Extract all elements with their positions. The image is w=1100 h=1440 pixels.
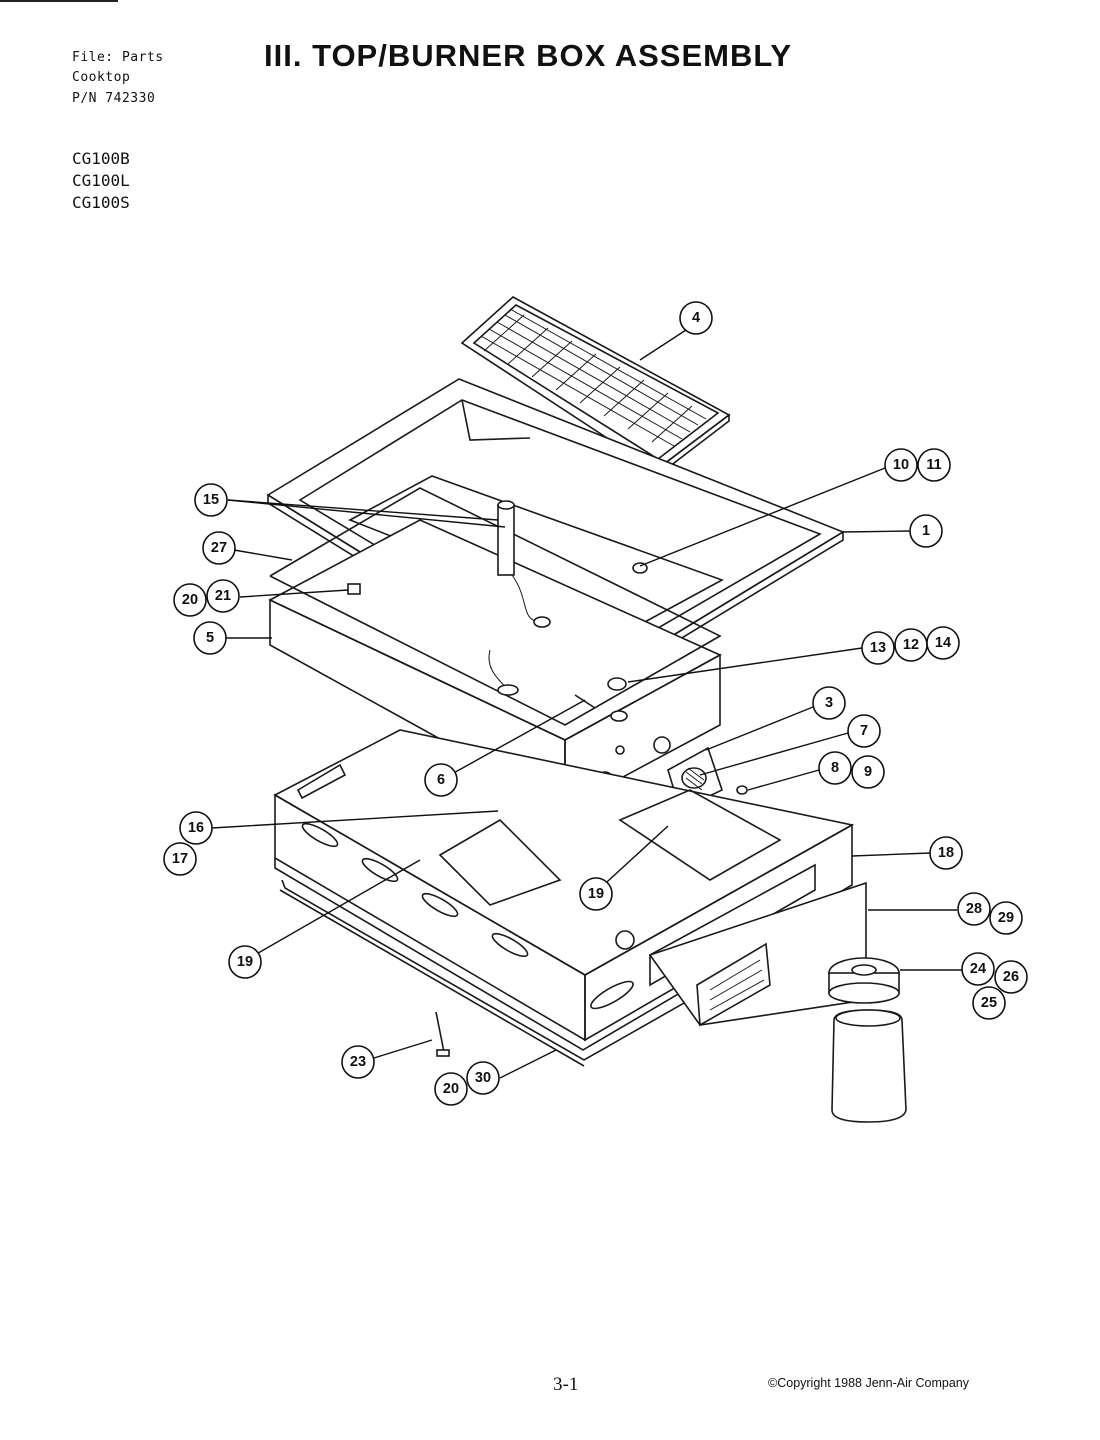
callout-24: 24 xyxy=(961,952,995,986)
grease-jar xyxy=(828,957,907,1123)
svg-text:12: 12 xyxy=(903,637,919,653)
callout-12: 12 xyxy=(894,628,928,662)
callout-27: 27 xyxy=(202,531,236,565)
callout-29: 29 xyxy=(989,901,1023,935)
svg-text:5: 5 xyxy=(206,630,214,646)
svg-text:25: 25 xyxy=(981,995,997,1011)
svg-text:26: 26 xyxy=(1003,969,1019,985)
part-number: P/N 742330 xyxy=(72,91,156,106)
model-item: CG100S xyxy=(72,193,130,212)
callout-20: 19 xyxy=(579,877,613,911)
svg-text:8: 8 xyxy=(831,760,839,776)
model-item: CG100B xyxy=(72,149,130,168)
svg-text:27: 27 xyxy=(211,540,227,556)
callout-10: 10 xyxy=(884,448,918,482)
top-rule xyxy=(0,0,118,2)
page-number: 3-1 xyxy=(553,1374,579,1395)
svg-text:7: 7 xyxy=(860,723,868,739)
callout-15: 15 xyxy=(194,483,228,517)
svg-text:16: 16 xyxy=(188,820,204,836)
callout-7: 7 xyxy=(847,714,881,748)
svg-text:20: 20 xyxy=(182,592,198,608)
bolt-part xyxy=(435,1011,450,1057)
callout-14: 14 xyxy=(926,626,960,660)
svg-text:28: 28 xyxy=(966,901,982,917)
svg-text:13: 13 xyxy=(870,640,886,656)
svg-text:20: 20 xyxy=(443,1081,459,1097)
file-label: File: Parts xyxy=(72,50,164,65)
svg-text:3: 3 xyxy=(825,695,833,711)
svg-text:4: 4 xyxy=(692,310,700,326)
svg-text:17: 17 xyxy=(172,851,188,867)
category-label: Cooktop xyxy=(72,70,131,85)
svg-text:9: 9 xyxy=(864,764,872,780)
callout-23: 23 xyxy=(341,1045,375,1079)
callout-13: 13 xyxy=(861,631,895,665)
callout-28: 28 xyxy=(957,892,991,926)
callout-18: 18 xyxy=(929,836,963,870)
svg-text:11: 11 xyxy=(926,457,941,473)
svg-text:14: 14 xyxy=(935,635,951,651)
svg-text:18: 18 xyxy=(938,845,954,861)
svg-text:24: 24 xyxy=(970,961,986,977)
callout-3: 3 xyxy=(812,686,846,720)
callout-5: 5 xyxy=(193,621,227,655)
callout-8: 8 xyxy=(818,751,852,785)
svg-text:19: 19 xyxy=(588,886,604,902)
model-list: CG100B CG100L CG100S xyxy=(72,148,130,214)
grille-part xyxy=(460,296,731,478)
svg-text:1: 1 xyxy=(922,523,930,539)
callout-4: 4 xyxy=(679,301,713,335)
svg-text:6: 6 xyxy=(437,772,445,788)
callout-22: 21 xyxy=(206,579,240,613)
callout-16: 16 xyxy=(179,811,213,845)
side-panel xyxy=(648,881,867,1027)
callout-19: 19 xyxy=(228,945,262,979)
callout-6: 6 xyxy=(424,763,458,797)
svg-text:29: 29 xyxy=(998,910,1014,926)
callout-9: 9 xyxy=(851,755,885,789)
callout-26: 26 xyxy=(994,960,1028,994)
callout-17: 17 xyxy=(163,842,197,876)
callout-11: 11 xyxy=(917,448,951,482)
model-item: CG100L xyxy=(72,171,130,190)
callout-1: 1 xyxy=(909,514,943,548)
callout-21: 20 xyxy=(173,583,207,617)
svg-text:30: 30 xyxy=(475,1070,491,1086)
callout-25: 25 xyxy=(972,986,1006,1020)
page-title: III. TOP/BURNER BOX ASSEMBLY xyxy=(264,38,793,73)
copyright-notice: ©Copyright 1988 Jenn-Air Company xyxy=(768,1376,969,1390)
lower-enclosure xyxy=(273,729,855,1051)
svg-text:23: 23 xyxy=(350,1054,366,1070)
svg-text:15: 15 xyxy=(203,492,219,508)
callout-30: 30 xyxy=(466,1061,500,1095)
svg-text:19: 19 xyxy=(237,954,253,970)
callout-21b: 20 xyxy=(434,1072,468,1106)
svg-text:10: 10 xyxy=(893,457,909,473)
leader-lines xyxy=(211,329,974,1079)
svg-text:21: 21 xyxy=(215,588,231,604)
